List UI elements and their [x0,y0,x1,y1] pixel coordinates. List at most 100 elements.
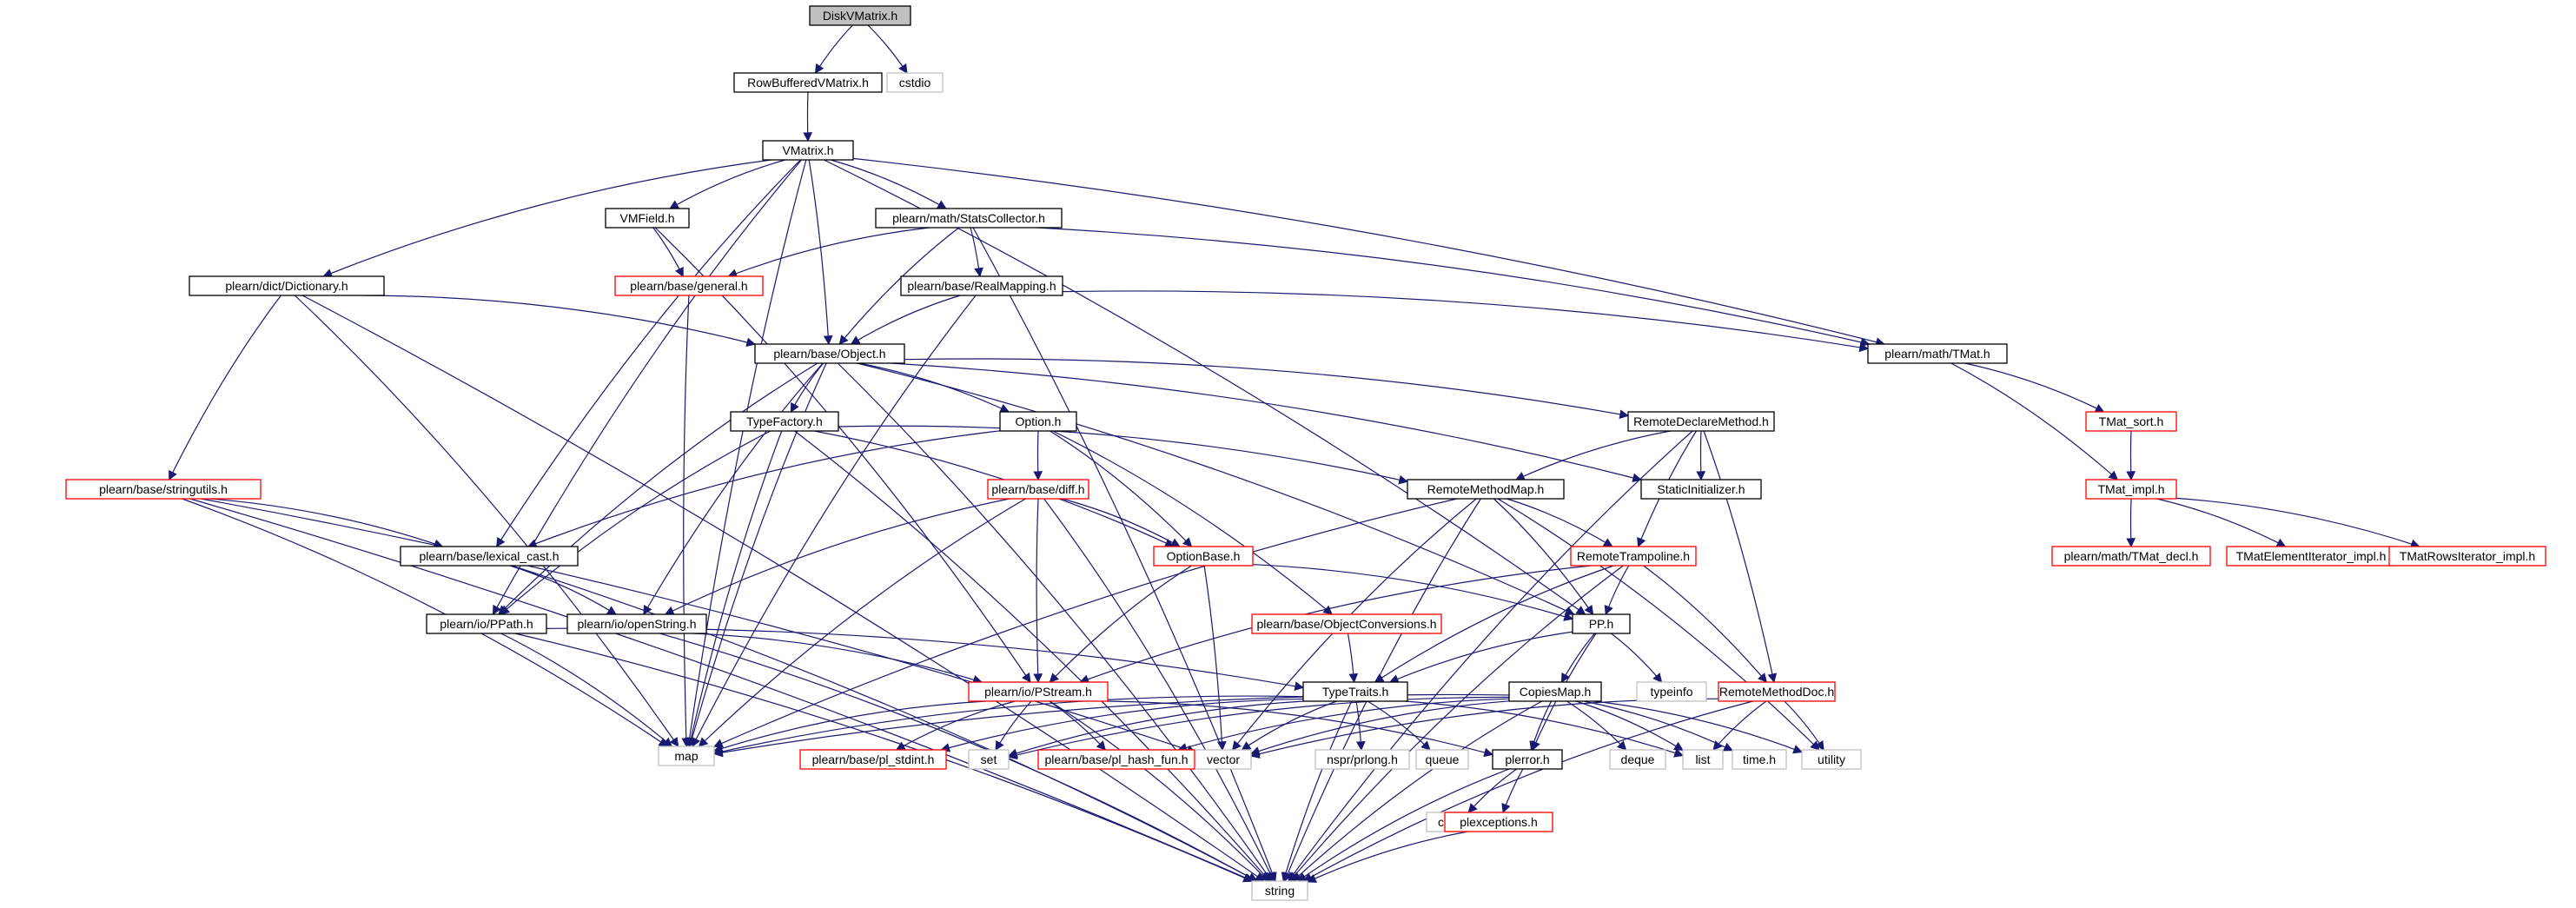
node-pstream[interactable]: plearn/io/PStream.h [968,681,1109,702]
node-box-remotemethoddoc [1718,681,1836,702]
edge-realmapping-to-map [692,295,977,747]
node-tmatsort[interactable]: TMat_sort.h [2085,411,2177,432]
node-objconv[interactable]: plearn/base/ObjectConversions.h [1251,613,1442,634]
edge-typefactory-to-ppath [500,430,771,615]
edge-typetraits-to-map [712,695,1304,757]
node-label-diff: plearn/base/diff.h [991,482,1084,496]
node-box-map [658,746,715,766]
node-plstdint[interactable]: plearn/base/pl_stdint.h [799,749,947,770]
node-box-plstdint [799,749,947,770]
node-box-tmatdecl [2051,546,2211,567]
node-lexicalcast[interactable]: plearn/base/lexical_cast.h [400,546,579,567]
node-label-tmatsort: TMat_sort.h [2099,414,2164,428]
edge-vmatrix-to-statscollector [830,159,947,209]
node-box-remotemethodmap [1407,479,1565,500]
edge-stringutils-to-lexicalcast [209,498,444,548]
node-remotemethodmap[interactable]: RemoteMethodMap.h [1407,479,1565,500]
edge-remotetramp-to-pph [1604,565,1630,616]
node-plexceptions[interactable]: plexceptions.h [1444,812,1553,832]
edge-ppath-to-string [514,633,1253,883]
node-object[interactable]: plearn/base/Object.h [754,343,905,364]
node-diff[interactable]: plearn/base/diff.h [987,479,1089,500]
node-tmatrows[interactable]: TMatRowsIterator_impl.h [2388,546,2546,567]
node-cstdio: cstdio [886,72,944,93]
node-rowbuffered[interactable]: RowBufferedVMatrix.h [733,72,883,93]
node-box-string [1251,880,1308,901]
edge-object-to-remotedeclare [904,358,1630,420]
node-box-rowbuffered [733,72,883,93]
edge-remotedeclare-to-staticinit [1696,430,1706,481]
edge-copiesmap-to-plhash [1177,698,1510,752]
node-label-pstream: plearn/io/PStream.h [984,685,1092,699]
edge-vmatrix-to-dictionary [322,159,771,278]
node-vmfield[interactable]: VMField.h [605,208,690,229]
node-vmatrix[interactable]: VMatrix.h [762,140,854,161]
edge-stringutils-to-string [189,498,1255,883]
node-stringutils[interactable]: plearn/base/stringutils.h [65,479,262,500]
node-box-tmatimpl [2085,479,2177,500]
edge-ppath-to-typetraits [546,627,1305,691]
node-tmat[interactable]: plearn/math/TMat.h [1867,343,2008,364]
edge-optionbase-to-vector [1203,565,1227,752]
node-box-diskvmatrix [809,5,911,26]
edge-option-to-objconv [1052,430,1334,615]
edge-rowbuffered-to-vmatrix [803,91,813,142]
node-box-nsprprlong [1314,749,1410,770]
node-label-typetraits: TypeTraits.h [1322,685,1389,699]
node-remotetramp[interactable]: RemoteTrampoline.h [1570,546,1697,567]
node-statscollector[interactable]: plearn/math/StatsCollector.h [875,208,1063,229]
node-ppath[interactable]: plearn/io/PPath.h [426,613,547,634]
node-box-pph [1572,613,1631,634]
node-remotedeclare[interactable]: RemoteDeclareMethod.h [1627,411,1775,432]
node-label-tmat: plearn/math/TMat.h [1884,347,1990,361]
node-general[interactable]: plearn/base/general.h [614,275,764,296]
node-box-plexceptions [1444,812,1553,832]
node-remotemethoddoc[interactable]: RemoteMethodDoc.h [1718,681,1836,702]
edge-typefactory-to-remotemethodmap [838,425,1409,485]
node-label-typefactory: TypeFactory.h [746,414,823,428]
node-queue: queue [1415,749,1469,770]
edge-copiesmap-to-timeh [1584,700,1733,752]
node-box-option [999,411,1077,432]
node-dictionary[interactable]: plearn/dict/Dictionary.h [189,275,385,296]
node-realmapping[interactable]: plearn/base/RealMapping.h [900,275,1063,296]
edge-pstream-to-map [712,700,986,753]
node-box-dictionary [189,275,385,296]
node-tmatelem[interactable]: TMatElementIterator_impl.h [2226,546,2396,567]
node-box-typetraits [1302,681,1408,702]
edge-remotetramp-to-string [1288,565,1624,882]
node-plhash[interactable]: plearn/base/pl_hash_fun.h [1037,749,1195,770]
node-tmatdecl[interactable]: plearn/math/TMat_decl.h [2051,546,2211,567]
node-option[interactable]: Option.h [999,411,1077,432]
node-openstring[interactable]: plearn/io/openString.h [566,613,707,634]
node-typefactory[interactable]: TypeFactory.h [730,411,839,432]
edge-statscollector-to-realmapping [970,227,983,278]
node-label-remotemethodmap: RemoteMethodMap.h [1427,482,1545,496]
node-tmatimpl[interactable]: TMat_impl.h [2085,479,2177,500]
node-string: string [1251,880,1308,901]
node-pph[interactable]: PP.h [1572,613,1631,634]
node-label-realmapping: plearn/base/RealMapping.h [907,279,1056,293]
node-label-deque: deque [1621,752,1655,766]
node-box-typefactory [730,411,839,432]
node-plerror[interactable]: plerror.h [1492,749,1563,770]
node-optionbase[interactable]: OptionBase.h [1153,546,1254,567]
edge-realmapping-to-tmat [1062,290,1870,353]
edge-pph-to-copiesmap [1560,633,1595,683]
edge-plexceptions-to-string [1307,831,1469,883]
edge-object-to-openstring [643,362,824,615]
edge-remotemethoddoc-to-list [1712,700,1767,751]
node-box-openstring [566,613,707,634]
edge-dictionary-to-stringutils [169,295,281,481]
node-copiesmap[interactable]: CopiesMap.h [1508,681,1602,702]
node-box-deque [1609,749,1666,770]
node-typetraits[interactable]: TypeTraits.h [1302,681,1408,702]
node-box-vmfield [605,208,690,229]
node-box-statscollector [875,208,1063,229]
node-label-ppath: plearn/io/PPath.h [440,617,533,631]
node-label-plhash: plearn/base/pl_hash_fun.h [1044,752,1188,766]
node-label-vector: vector [1207,752,1240,766]
edge-remotetramp-to-remotemethoddoc [1643,565,1768,683]
node-staticinit[interactable]: StaticInitializer.h [1640,479,1762,500]
node-deque: deque [1609,749,1666,770]
